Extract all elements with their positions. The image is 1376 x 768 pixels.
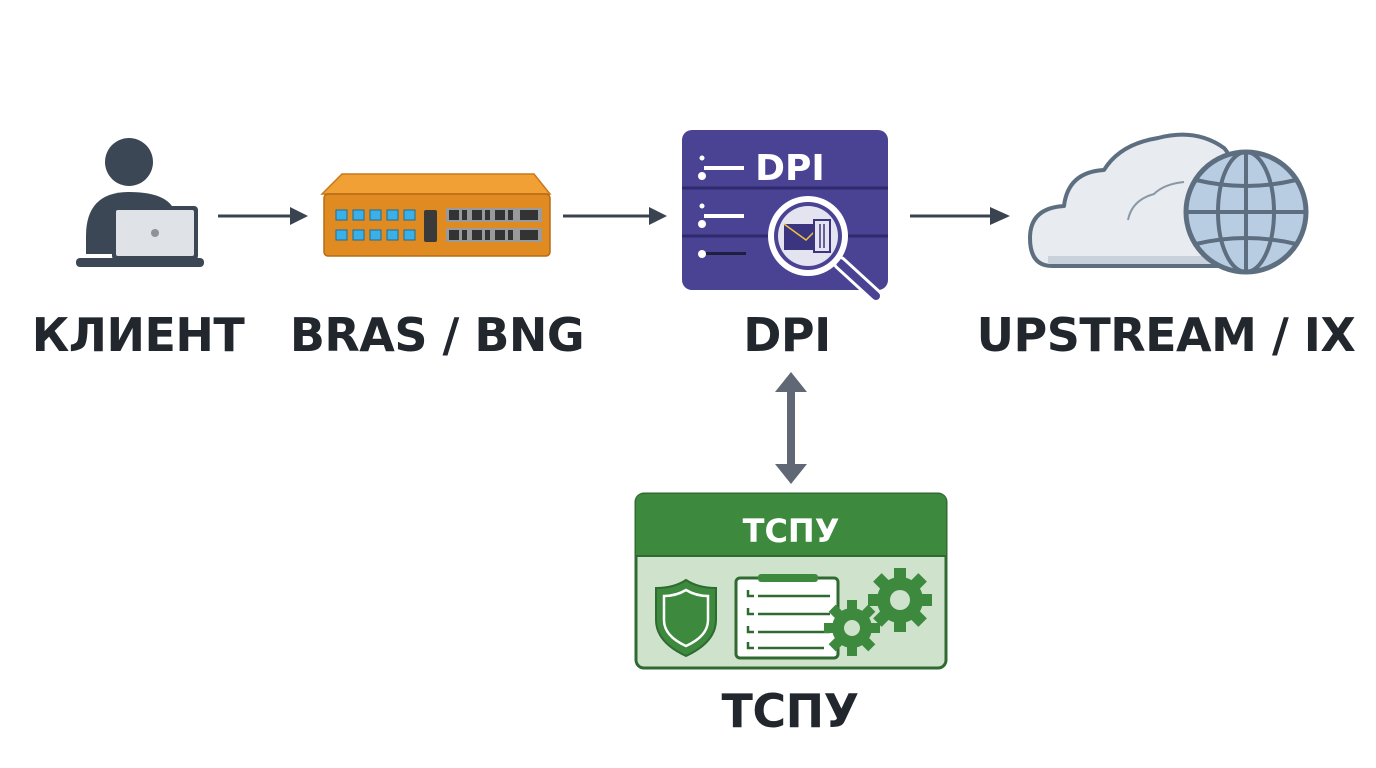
gear-icon-large [868, 568, 932, 632]
cloud-globe-icon [1028, 132, 1309, 275]
cloud-icon [1028, 132, 1238, 268]
tspu-icon-text: ТСПУ [743, 512, 840, 550]
dpi-icon-text: DPI [755, 148, 825, 189]
node-label-tspu: ТСПУ [721, 684, 859, 738]
tspu-panel-icon: ТСПУ [634, 492, 948, 670]
shield-icon [655, 578, 717, 658]
arrow-dpi-tspu-bidirectional [775, 372, 807, 484]
arrow-client-to-bras [218, 207, 308, 225]
globe-icon [1183, 149, 1309, 275]
dpi-server-icon: DPI [682, 130, 888, 303]
blue-ports [335, 209, 416, 241]
network-switch-icon [320, 173, 552, 257]
user-laptop-icon [76, 138, 204, 267]
node-label-upstream: UPSTREAM / IX [976, 308, 1356, 362]
node-label-dpi: DPI [743, 308, 831, 362]
gear-icon [824, 600, 880, 656]
arrow-dpi-to-upstream [910, 207, 1010, 225]
arrow-bras-to-dpi [563, 207, 667, 225]
checklist-icon [734, 574, 840, 660]
node-label-client: КЛИЕНТ [31, 308, 245, 362]
node-label-bras: BRAS / BNG [289, 308, 585, 362]
